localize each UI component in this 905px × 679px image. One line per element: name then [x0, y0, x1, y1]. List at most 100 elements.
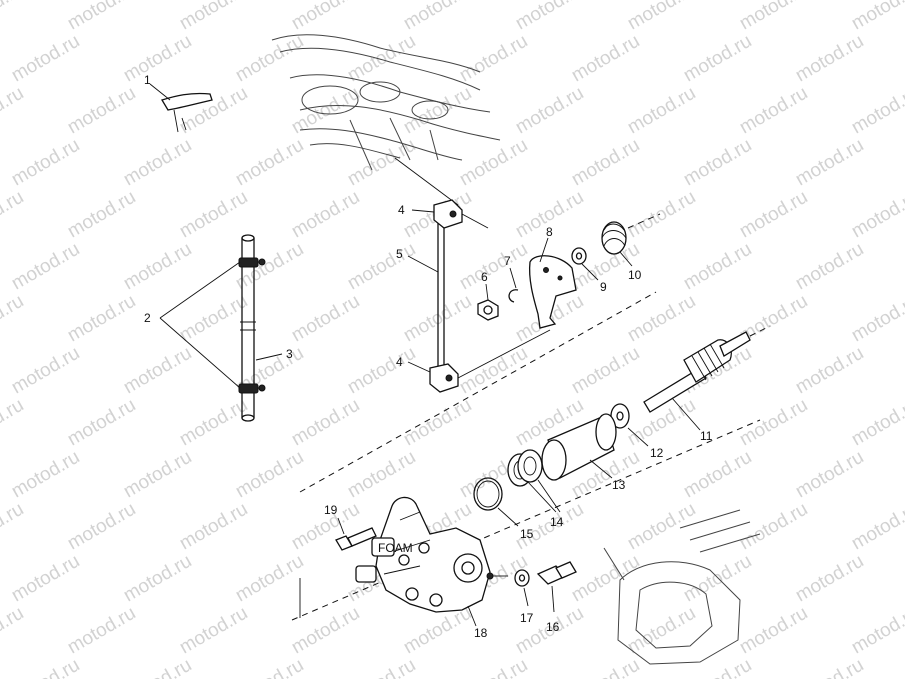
- part-4-lower-fitting: [429, 329, 551, 393]
- watermark-text: motod.ru: [232, 447, 307, 503]
- watermark-text: motod.ru: [176, 83, 251, 139]
- callout-17: 17: [520, 611, 534, 625]
- watermark-text: motod.ru: [512, 83, 587, 139]
- watermark-text: motod.ru: [344, 447, 419, 503]
- watermark-text: motod.ru: [120, 655, 195, 679]
- watermark-text: motod.ru: [624, 187, 699, 243]
- watermark-text: motod.ru: [400, 0, 475, 34]
- watermark-text: motod.ru: [64, 395, 139, 451]
- watermark-text: motod.ru: [680, 239, 755, 295]
- watermark-text: motod.ru: [64, 499, 139, 555]
- callout-9: 9: [600, 280, 607, 294]
- watermark-text: motod.ru: [288, 603, 363, 659]
- watermark-text: motod.ru: [120, 239, 195, 295]
- watermark-text: motod.ru: [8, 655, 83, 679]
- watermark-text: motod.ru: [792, 447, 867, 503]
- callout-labels: 1 2 3 4 4 5 6 7 8 9 10 11 12 13 14 15 16…: [144, 73, 713, 640]
- watermark-text: motod.ru: [456, 31, 531, 87]
- watermark-text: motod.ru: [736, 395, 811, 451]
- part-16-banjo-bolt: [536, 561, 577, 613]
- watermark-text: motod.ru: [344, 239, 419, 295]
- watermark-text: motod.ru: [344, 31, 419, 87]
- watermark-text: motod.ru: [624, 603, 699, 659]
- part-19-bolt: [335, 517, 377, 551]
- watermark-text: motod.ru: [288, 0, 363, 34]
- watermark-text: motod.ru: [680, 31, 755, 87]
- watermark-text: motod.ru: [176, 603, 251, 659]
- watermark-text: motod.ru: [568, 655, 643, 679]
- callout-14: 14: [550, 515, 564, 529]
- callout-10: 10: [628, 268, 642, 282]
- callout-18: 18: [474, 626, 488, 640]
- callout-16: 16: [546, 620, 560, 634]
- part-8-shift-lever: [528, 237, 577, 329]
- watermark-text: motod.ru: [792, 655, 867, 679]
- watermark-text: motod.ru: [848, 499, 905, 555]
- watermark-text: motod.ru: [176, 187, 251, 243]
- part-7-clip: [508, 267, 519, 303]
- part-10-spring: [601, 213, 661, 267]
- part-15-o-ring: [473, 477, 519, 527]
- watermark-text: motod.ru: [456, 135, 531, 191]
- watermark-text: motod.ru: [400, 395, 475, 451]
- watermark-text: motod.ru: [232, 31, 307, 87]
- watermark-text: motod.ru: [120, 135, 195, 191]
- callout-1: 1: [144, 73, 151, 87]
- watermark-text: motod.ru: [680, 135, 755, 191]
- watermark-text: motod.ru: [64, 603, 139, 659]
- watermark-text: motod.ru: [456, 343, 531, 399]
- watermark-text: motod.ru: [568, 343, 643, 399]
- watermark-text: motod.ru: [64, 187, 139, 243]
- watermark-text: motod.ru: [456, 655, 531, 679]
- watermark-text: motod.ru: [736, 499, 811, 555]
- part-9-washer: [571, 247, 599, 281]
- watermark-text: motod.ru: [0, 291, 27, 347]
- watermark-text: motod.ru: [512, 0, 587, 34]
- watermark-text: motod.ru: [232, 135, 307, 191]
- watermark-text: motod.ru: [8, 551, 83, 607]
- part-11-shaft: [643, 325, 771, 431]
- watermark-text: motod.ru: [120, 447, 195, 503]
- watermark-text: motod.ru: [176, 0, 251, 34]
- watermark-text: motod.ru: [0, 187, 27, 243]
- callout-3: 3: [286, 347, 293, 361]
- part-18-pump-body: [299, 496, 508, 627]
- part-13-sleeve: [541, 413, 617, 481]
- watermark-text: motod.ru: [792, 31, 867, 87]
- callout-4-lower: 4: [396, 355, 403, 369]
- watermark-text: motod.ru: [848, 395, 905, 451]
- watermark-text: motod.ru: [792, 343, 867, 399]
- watermark-text: motod.ru: [624, 83, 699, 139]
- watermark-text: motod.ru: [736, 187, 811, 243]
- watermark-text: motod.ru: [736, 603, 811, 659]
- watermark-text: motod.ru: [848, 603, 905, 659]
- part-5-rod: [437, 218, 445, 372]
- watermark-text: motod.ru: [736, 83, 811, 139]
- watermark-text: motod.ru: [624, 0, 699, 34]
- callout-11: 11: [700, 429, 713, 443]
- watermark-text: motod.ru: [736, 0, 811, 34]
- watermark-text: motod.ru: [120, 343, 195, 399]
- part-2-hose-clamps: [238, 257, 266, 394]
- watermark-text: motod.ru: [288, 395, 363, 451]
- watermark-text: motod.ru: [680, 655, 755, 679]
- watermark-text: motod.ru: [456, 239, 531, 295]
- watermark-text: motod.ru: [288, 291, 363, 347]
- watermark-text: motod.ru: [0, 499, 27, 555]
- watermark-text: motod.ru: [0, 83, 27, 139]
- watermark-text: motod.ru: [568, 135, 643, 191]
- watermark-text: motod.ru: [848, 291, 905, 347]
- watermark-text: motod.ru: [568, 31, 643, 87]
- watermark-text: motod.ru: [232, 551, 307, 607]
- callout-8: 8: [546, 225, 553, 239]
- watermark-text: motod.ru: [64, 291, 139, 347]
- watermark-text: motod.ru: [8, 31, 83, 87]
- watermark-text: motod.ru: [0, 395, 27, 451]
- watermark-text: motod.ru: [792, 135, 867, 191]
- callout-6: 6: [481, 270, 488, 284]
- callout-13: 13: [612, 478, 626, 492]
- pump-body-label: FOAM: [378, 541, 413, 555]
- section-dividers: [291, 291, 761, 621]
- watermark-text: motod.ru: [792, 551, 867, 607]
- watermark-text: motod.ru: [400, 83, 475, 139]
